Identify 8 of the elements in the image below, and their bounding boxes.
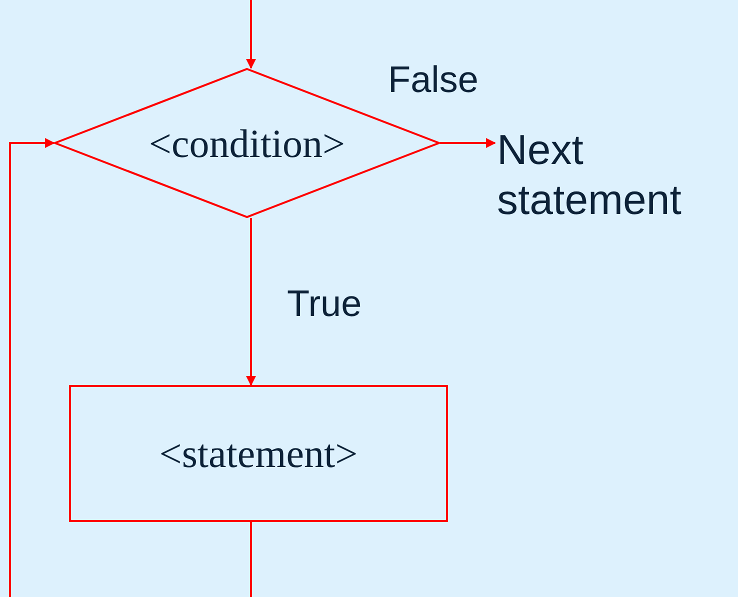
node-text: <condition>	[148, 120, 346, 166]
node-text: <statement>	[159, 430, 358, 477]
arrow	[246, 218, 256, 386]
arrow	[246, 0, 256, 69]
process-box	[69, 385, 448, 522]
next-statement-text: Next statement	[497, 124, 682, 225]
arrow	[9, 138, 252, 597]
arrow	[440, 138, 496, 148]
